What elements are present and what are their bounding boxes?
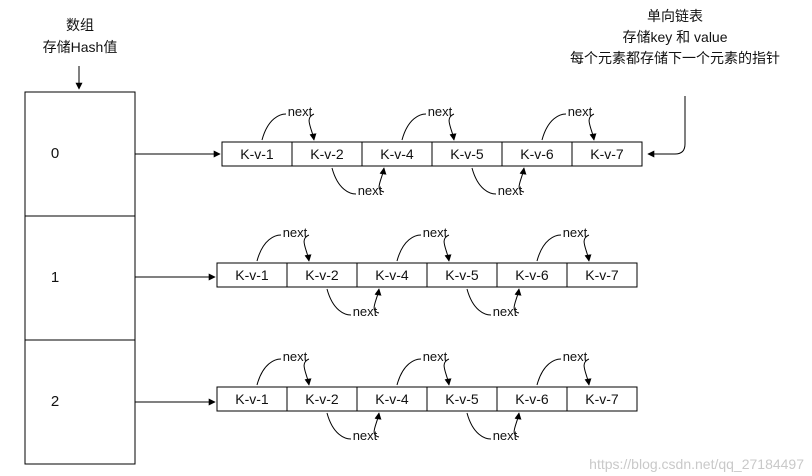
next-arc [401, 113, 427, 141]
list-node-label: K-v-1 [240, 146, 274, 162]
list-node-label: K-v-2 [310, 146, 344, 162]
next-arc [261, 113, 287, 141]
list-caption-arrow [647, 96, 686, 158]
list-caption-description: 每个元素都存储下一个元素的指针 [570, 50, 780, 66]
next-label: next [422, 349, 448, 364]
next-arc [541, 113, 567, 141]
list-node-label: K-v-6 [515, 267, 549, 283]
array-index-1: 1 [50, 269, 60, 286]
list-node [566, 386, 638, 412]
next-arrow [448, 113, 457, 141]
next-label: next [282, 349, 308, 364]
next-label: next [357, 183, 383, 198]
next-label: next [497, 183, 523, 198]
next-arc [396, 358, 422, 386]
array-caption-subtitle: 存储Hash值 [42, 39, 118, 55]
array-index-0: 0 [50, 145, 60, 162]
next-arc [471, 167, 497, 195]
next-label: next [492, 304, 518, 319]
next-label: next [352, 428, 378, 443]
next-label: next [287, 104, 313, 119]
list-node [291, 141, 363, 167]
watermark: https://blog.csdn.net/qq_27184497 [589, 456, 804, 472]
list-node [496, 386, 568, 412]
next-label: next [562, 349, 588, 364]
next-arc [536, 358, 562, 386]
list-node [356, 386, 428, 412]
list-node-label: K-v-1 [235, 391, 269, 407]
list-node-label: K-v-5 [450, 146, 484, 162]
list-node [426, 262, 498, 288]
list-node-label: K-v-7 [590, 146, 624, 162]
next-arrow [308, 113, 317, 141]
list-node-label: K-v-7 [585, 391, 619, 407]
array-caption-title: 数组 [66, 17, 94, 33]
next-label: next [492, 428, 518, 443]
next-arc [256, 358, 282, 386]
list-node-label: K-v-5 [445, 391, 479, 407]
list-node-label: K-v-2 [305, 267, 339, 283]
next-arrow [378, 167, 387, 193]
list-node-label: K-v-2 [305, 391, 339, 407]
list-node [356, 262, 428, 288]
array-index-2: 2 [50, 393, 60, 410]
next-label: next [352, 304, 378, 319]
list-node [426, 386, 498, 412]
list-node-label: K-v-6 [515, 391, 549, 407]
next-arc [466, 288, 492, 316]
next-arrow [583, 234, 592, 262]
next-arrow [303, 234, 312, 262]
list-node [216, 386, 288, 412]
list-caption-subtitle: 存储key 和 value [622, 29, 728, 45]
next-arrow [373, 288, 382, 314]
next-label: next [282, 225, 308, 240]
list-node [286, 386, 358, 412]
list-node [221, 141, 293, 167]
list-node-label: K-v-4 [380, 146, 414, 162]
list-node-label: K-v-4 [375, 391, 409, 407]
list-node-label: K-v-1 [235, 267, 269, 283]
next-label: next [427, 104, 453, 119]
next-label: next [562, 225, 588, 240]
list-node-label: K-v-5 [445, 267, 479, 283]
next-arc [326, 288, 352, 316]
next-arrow [588, 113, 597, 141]
list-node [571, 141, 643, 167]
next-arrow [513, 288, 522, 314]
next-arrow [443, 234, 452, 262]
list-node-label: K-v-4 [375, 267, 409, 283]
next-arc [331, 167, 357, 195]
next-arrow [443, 358, 452, 386]
next-arrow [583, 358, 592, 386]
next-arc [466, 412, 492, 440]
next-arc [326, 412, 352, 440]
next-arc [536, 234, 562, 262]
next-label: next [567, 104, 593, 119]
list-node-label: K-v-7 [585, 267, 619, 283]
next-arrow [518, 167, 527, 193]
list-node-label: K-v-6 [520, 146, 554, 162]
next-arc [256, 234, 282, 262]
next-arrow [373, 412, 382, 438]
list-node [286, 262, 358, 288]
next-arrow [303, 358, 312, 386]
list-caption-title: 单向链表 [647, 8, 703, 24]
next-arrow [513, 412, 522, 438]
next-arc [396, 234, 422, 262]
array-box [24, 91, 136, 465]
next-label: next [422, 225, 448, 240]
list-node [566, 262, 638, 288]
